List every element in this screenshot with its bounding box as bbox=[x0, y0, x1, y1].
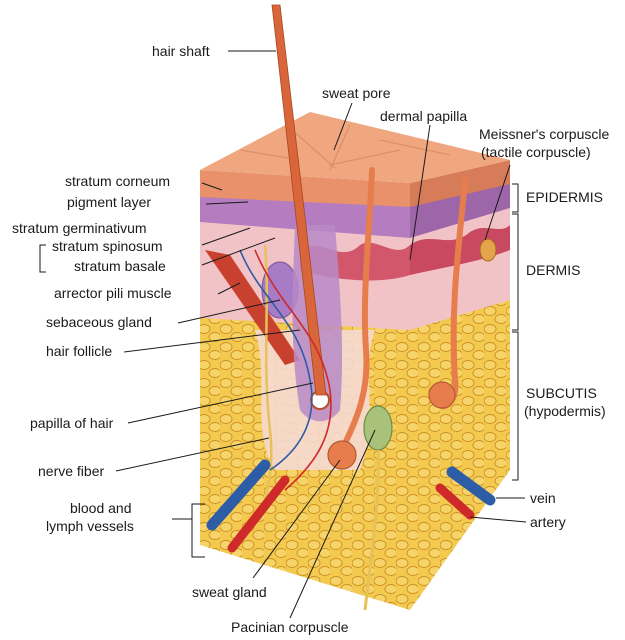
vein-right-shape bbox=[446, 466, 496, 506]
nerve-fiber-shape bbox=[258, 244, 273, 521]
label-vein: vein bbox=[530, 490, 556, 506]
label-hypodermis: (hypodermis) bbox=[524, 403, 606, 419]
pacinian-nerve-shape bbox=[363, 449, 380, 611]
label-stratum-corneum: stratum corneum bbox=[65, 173, 170, 189]
label-subcutis: SUBCUTIS bbox=[526, 385, 597, 401]
capillary-red-shape bbox=[254, 249, 332, 491]
label-dermis: DERMIS bbox=[526, 262, 580, 278]
label-arrector-pili-muscle: arrector pili muscle bbox=[54, 285, 172, 301]
sweat-duct-shape bbox=[337, 167, 375, 458]
label-stratum-basale: stratum basale bbox=[74, 258, 166, 274]
label-tactile-corpuscle: (tactile corpuscle) bbox=[481, 144, 591, 160]
stratum-corneum-left-face bbox=[200, 170, 410, 207]
label-stratum-spinosum: stratum spinosum bbox=[52, 238, 162, 254]
labels: hair shaft sweat pore dermal papilla Mei… bbox=[12, 43, 609, 635]
leader-lines bbox=[39, 50, 527, 619]
arrector-pili-shape bbox=[205, 250, 300, 365]
sweat-coil-right-shape bbox=[428, 381, 456, 409]
stratum-corneum-right-face bbox=[410, 160, 510, 207]
label-lymph-vessels: lymph vessels bbox=[46, 518, 134, 534]
label-epidermis: EPIDERMIS bbox=[526, 189, 603, 205]
vein-left-shape bbox=[206, 459, 271, 531]
label-sweat-gland: sweat gland bbox=[192, 584, 267, 600]
meissner-corpuscle-shape bbox=[479, 238, 497, 262]
label-hair-follicle: hair follicle bbox=[46, 343, 112, 359]
artery-left-shape bbox=[227, 475, 290, 553]
label-artery: artery bbox=[530, 514, 566, 530]
pacinian-corpuscle-shape bbox=[363, 405, 393, 451]
artery-right-shape bbox=[435, 483, 475, 520]
label-hair-shaft: hair shaft bbox=[152, 43, 210, 59]
label-dermal-papilla: dermal papilla bbox=[380, 108, 467, 124]
skin-surface bbox=[200, 112, 510, 183]
sweat-gland-shape bbox=[327, 440, 357, 470]
hair-shaft-shape bbox=[271, 4, 327, 396]
skin-surface-creases bbox=[239, 124, 451, 171]
label-stratum-germinativum: stratum germinativum bbox=[12, 220, 147, 236]
label-pacinian-corpuscle: Pacinian corpuscle bbox=[231, 619, 349, 635]
capillary-blue-shape bbox=[239, 249, 313, 471]
label-sebaceous-gland: sebaceous gland bbox=[46, 314, 152, 330]
label-nerve-fiber: nerve fiber bbox=[38, 463, 104, 479]
label-sweat-pore: sweat pore bbox=[322, 85, 391, 101]
label-blood-and: blood and bbox=[70, 500, 132, 516]
label-pigment-layer: pigment layer bbox=[67, 194, 151, 210]
skin-block bbox=[200, 4, 510, 611]
subcutis-fat-right bbox=[410, 290, 510, 610]
label-papilla-of-hair: papilla of hair bbox=[30, 415, 114, 431]
label-meissners-corpuscle: Meissner's corpuscle bbox=[479, 126, 609, 142]
